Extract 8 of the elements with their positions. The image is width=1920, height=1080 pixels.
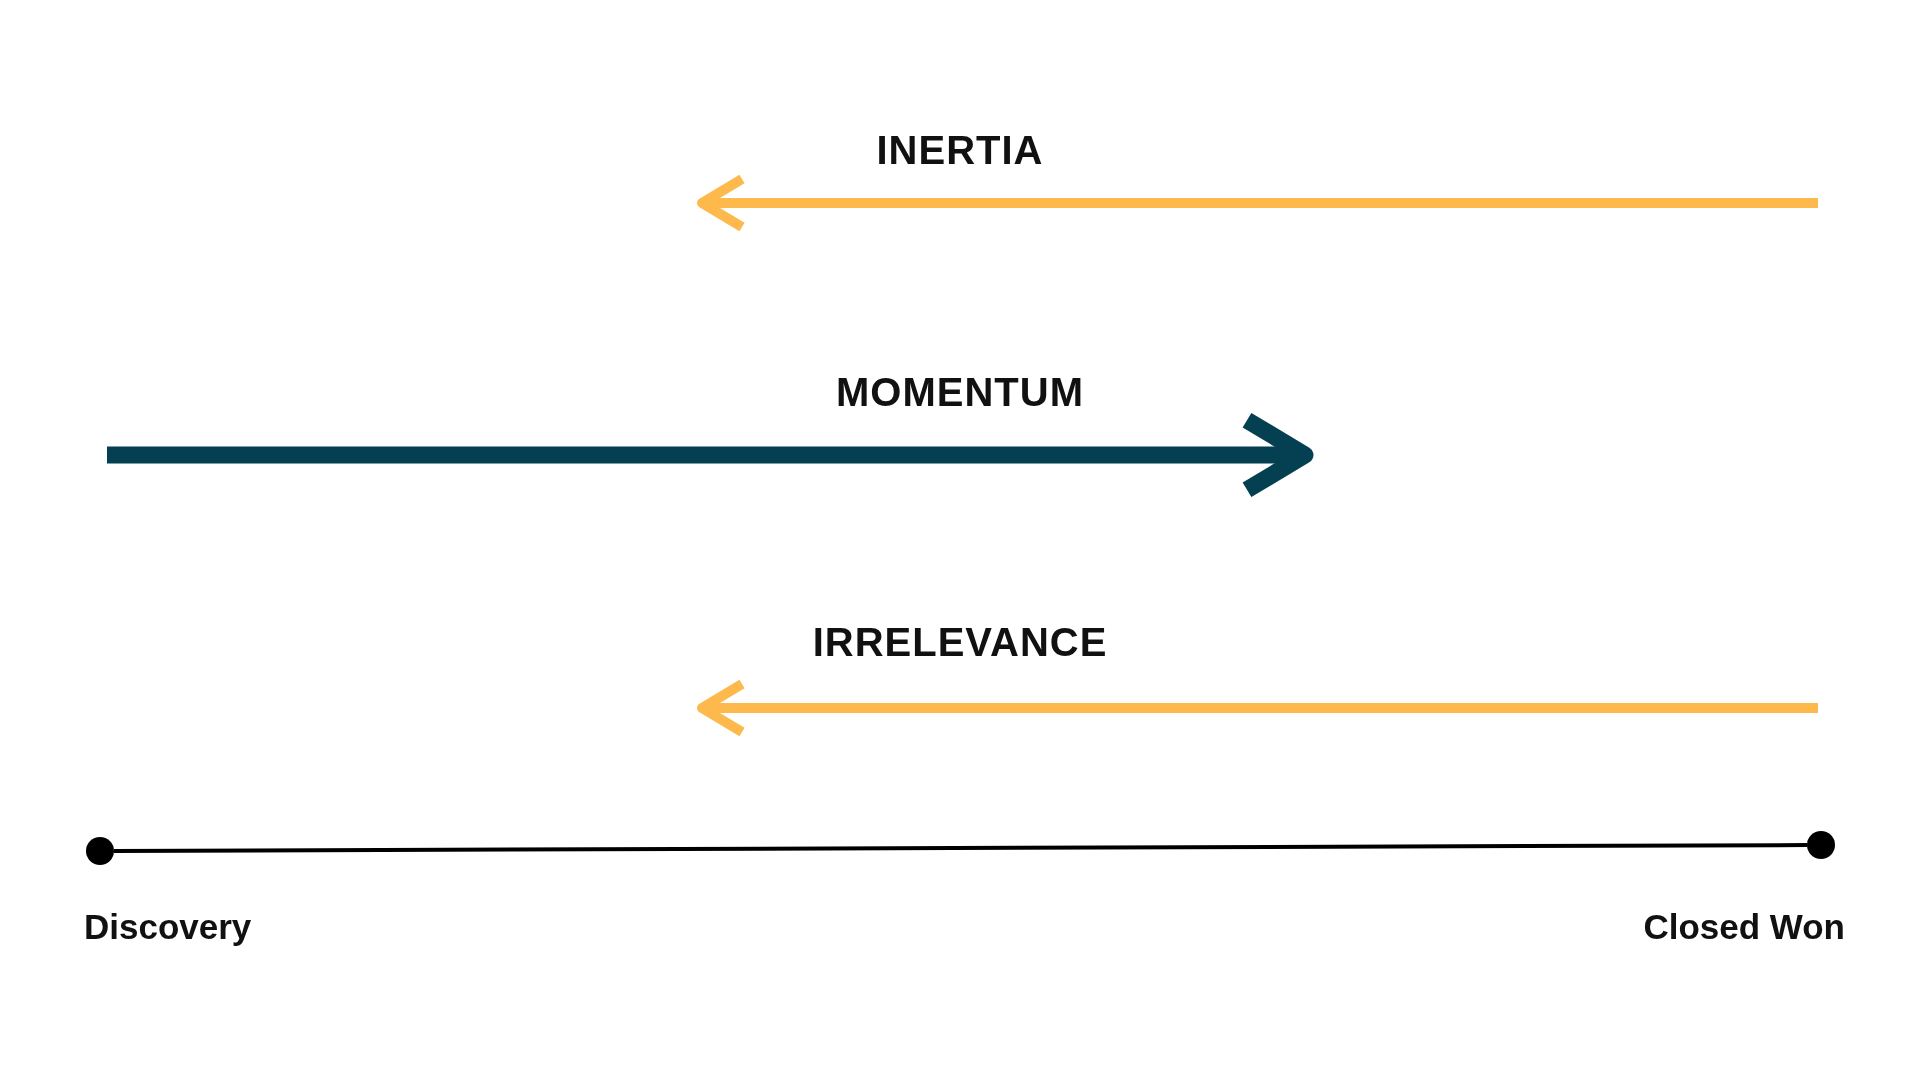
arrow-label: MOMENTUM xyxy=(836,370,1084,415)
timeline-dot xyxy=(1807,831,1835,859)
stage-label: Discovery xyxy=(84,907,252,947)
arrow-label: IRRELEVANCE xyxy=(812,620,1108,665)
timeline-dot xyxy=(86,837,114,865)
arrow-label: INERTIA xyxy=(876,128,1044,173)
stage-label: Closed Won xyxy=(1643,907,1845,947)
timeline-line xyxy=(114,843,1807,853)
